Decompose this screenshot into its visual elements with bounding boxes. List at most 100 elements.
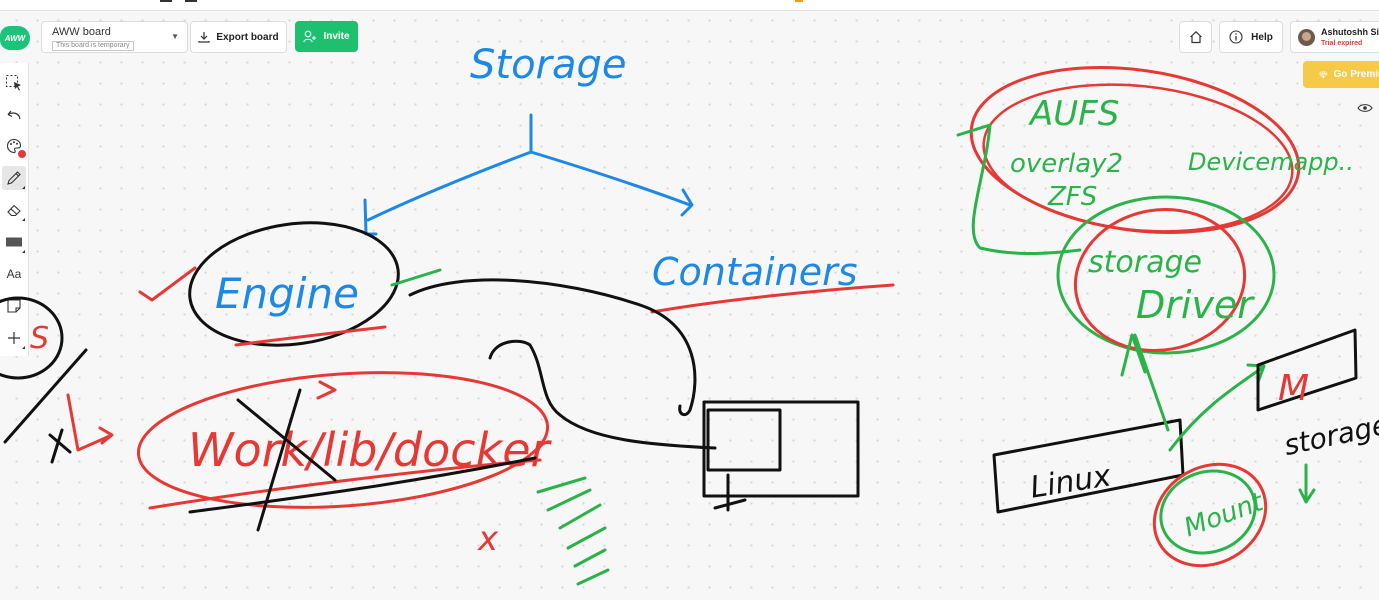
mount-green-circle xyxy=(1159,469,1257,555)
container-box-stem xyxy=(713,473,747,512)
container-inner-box xyxy=(706,408,782,472)
home-icon xyxy=(1189,30,1202,44)
go-premium-label: Go Premium xyxy=(1333,69,1379,80)
board-name-select[interactable]: AWW board This board is temporary ▼ xyxy=(41,21,188,53)
left-red-arrow xyxy=(66,393,114,452)
top-edge-bar xyxy=(0,0,1379,11)
zfs-label: ZFS xyxy=(1047,182,1097,212)
sticky-note-icon xyxy=(7,299,21,313)
storage-down-arrow xyxy=(1298,463,1316,504)
go-premium-button[interactable]: Go Premium xyxy=(1303,61,1379,88)
shape-tool[interactable] xyxy=(2,230,26,254)
lib-docker-strike xyxy=(188,456,537,514)
storage-driver-bottom-label: Driver xyxy=(1136,283,1255,327)
diamond-icon xyxy=(1319,71,1328,79)
home-button[interactable] xyxy=(1179,21,1212,53)
tool-options-indicator xyxy=(22,218,25,221)
storage-title: Storage xyxy=(470,42,627,88)
containers-underline xyxy=(650,283,895,314)
eraser-tool[interactable] xyxy=(2,198,26,222)
storage-driver-top-label: storage xyxy=(1088,245,1202,280)
app-logo[interactable]: AWW xyxy=(0,26,30,50)
tool-options-indicator xyxy=(22,250,25,253)
invite-label: Invite xyxy=(323,31,350,42)
tree-branch-left xyxy=(363,150,533,236)
export-board-label: Export board xyxy=(216,31,279,43)
container-box xyxy=(702,400,860,498)
current-color-swatch xyxy=(18,150,26,158)
m-box-label: M xyxy=(1278,368,1309,409)
select-tool[interactable] xyxy=(2,71,26,95)
devicemapper-label: Devicemapp.. xyxy=(1188,148,1354,176)
view-mode-button[interactable] xyxy=(1355,100,1375,116)
linux-group: Linux M storage Mount xyxy=(992,328,1379,568)
user-menu[interactable]: Ashutoshh Singh Trial expired xyxy=(1290,21,1379,53)
storage-tree: Storage Containers xyxy=(363,42,895,314)
engine-underline xyxy=(234,325,387,347)
download-icon xyxy=(198,32,210,43)
left-cross xyxy=(48,428,72,464)
overlay2-label: overlay2 xyxy=(1010,149,1123,179)
plus-icon xyxy=(8,332,20,344)
mount-red-circle xyxy=(1152,462,1268,568)
caret-down-icon: ▼ xyxy=(171,32,179,41)
engine-group: Engine xyxy=(138,221,697,417)
help-label: Help xyxy=(1251,31,1273,43)
engine-label: Engine xyxy=(215,269,359,318)
user-name: Ashutoshh Singh xyxy=(1321,27,1379,37)
tool-options-indicator xyxy=(22,346,25,349)
add-user-icon xyxy=(303,30,317,43)
left-s-label: S xyxy=(30,321,49,356)
lib-docker-label: Work/lib/docker xyxy=(188,423,553,477)
eye-icon xyxy=(1357,104,1373,112)
storage-driver-green-circle xyxy=(1056,195,1276,355)
info-icon xyxy=(1229,30,1243,44)
avatar xyxy=(1298,29,1315,46)
aufs-label: AUFS xyxy=(1028,94,1119,134)
pencil-tool[interactable] xyxy=(2,166,26,190)
board-temporary-note: This board is temporary xyxy=(52,41,134,51)
top-edge-mark xyxy=(795,0,803,2)
m-box xyxy=(1256,328,1358,412)
undo-icon xyxy=(7,110,21,120)
lib-docker-arrowhead xyxy=(316,380,337,400)
export-board-button[interactable]: Export board xyxy=(190,21,287,53)
top-edge-mark xyxy=(185,0,197,2)
sticky-note-tool[interactable] xyxy=(2,294,26,318)
engine-to-box-curve xyxy=(408,278,697,417)
text-tool[interactable]: Aa xyxy=(6,267,22,281)
color-picker-tool[interactable] xyxy=(2,134,26,158)
board-name: AWW board xyxy=(52,26,111,38)
left-toolbar: Aa xyxy=(0,63,29,356)
storage-driver-red-circle xyxy=(1073,208,1247,352)
lib-docker-group: Work/lib/docker x xyxy=(136,371,610,586)
driver-list-circle xyxy=(969,66,1301,234)
lib-docker-circle xyxy=(136,371,550,509)
top-edge-mark xyxy=(160,0,172,2)
tree-branch-right xyxy=(529,150,694,217)
linux-to-driver-arrow xyxy=(1120,333,1170,432)
eraser-icon xyxy=(7,204,21,217)
mount-label: Mount xyxy=(1180,487,1268,543)
linux-box xyxy=(992,418,1185,514)
palette-icon xyxy=(6,138,22,154)
storage-driver-group: AUFS overlay2 ZFS Devicemapp.. storage D… xyxy=(956,66,1354,355)
green-hatch-lines xyxy=(536,476,610,586)
linux-label: Linux xyxy=(1028,458,1114,505)
left-diagonal-line xyxy=(3,348,88,444)
undo-button[interactable] xyxy=(2,103,26,127)
invite-button[interactable]: Invite xyxy=(295,21,358,52)
lib-docker-underline xyxy=(148,458,542,510)
containers-label: Containers xyxy=(652,250,858,294)
driver-list-bracket xyxy=(956,123,1082,256)
engine-green-tick xyxy=(390,268,442,287)
tool-options-indicator xyxy=(22,186,25,189)
help-button[interactable]: Help xyxy=(1219,21,1283,53)
engine-circle xyxy=(188,221,400,347)
storage-right-label: storage xyxy=(1281,408,1379,462)
trial-status: Trial expired xyxy=(1321,40,1363,47)
add-tool[interactable] xyxy=(2,326,26,350)
container-box-group xyxy=(488,339,860,512)
driver-list-circle-inner xyxy=(982,83,1294,233)
